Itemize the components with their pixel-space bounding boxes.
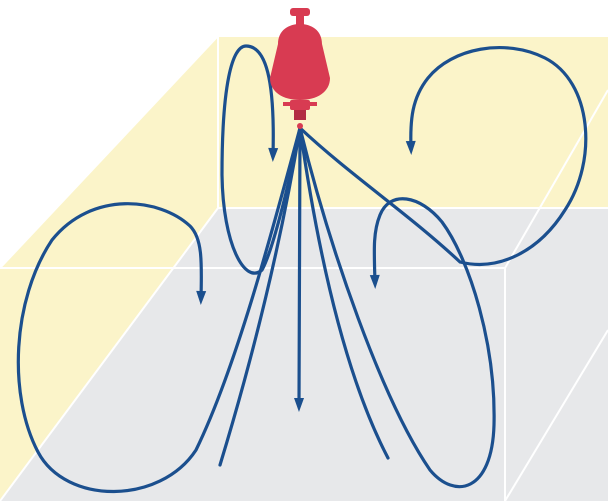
extinguisher-neck [296, 14, 304, 26]
extinguisher-outlet [297, 123, 303, 129]
extinguisher-cap [290, 8, 310, 16]
flow-arrow-icon [218, 126, 302, 467]
flow-arrow-icon [298, 46, 588, 266]
floor [0, 208, 608, 501]
room-edges [0, 35, 608, 501]
extinguisher-handle-right [309, 102, 317, 106]
flow-lines [16, 44, 588, 493]
flow-arrow-icon [298, 126, 496, 489]
fire-extinguisher-icon [270, 8, 330, 129]
flow-arrow-icon [298, 126, 390, 460]
flow-arrow-icon [220, 44, 302, 275]
extinguisher-valve [290, 100, 310, 110]
extinguisher-handle-left [283, 102, 291, 106]
room-edge [504, 329, 608, 501]
room-edge [504, 89, 608, 269]
flow-arrow-icon [16, 126, 302, 493]
extinguisher-body [270, 24, 330, 100]
flow-arrow-icon [294, 126, 305, 412]
extinguisher-nozzle [294, 110, 306, 120]
room-edge [0, 35, 219, 269]
